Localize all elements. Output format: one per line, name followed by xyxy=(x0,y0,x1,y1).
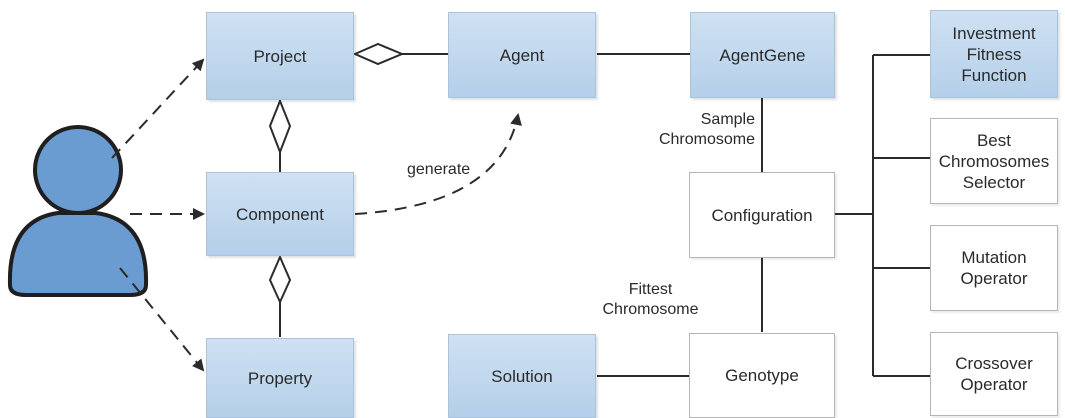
agentgene-box: AgentGene xyxy=(690,12,835,98)
property-box: Property xyxy=(206,338,354,418)
sample-chromosome-label: Sample Chromosome xyxy=(658,111,755,148)
component-box: Component xyxy=(206,172,354,256)
agent-box: Agent xyxy=(448,12,596,98)
configuration-box: Configuration xyxy=(689,172,835,258)
fittest-chromosome-label: Fittest Chromosome xyxy=(602,281,699,318)
best-chromosomes-selector-box: Best Chromosomes Selector xyxy=(930,118,1058,204)
project-agent-diamond xyxy=(352,42,405,66)
solution-box: Solution xyxy=(448,334,596,418)
user-icon xyxy=(7,125,149,297)
mutation-operator-box: Mutation Operator xyxy=(930,225,1058,311)
investment-fitness-function-box: Investment Fitness Function xyxy=(930,10,1058,98)
generate-label: generate xyxy=(407,161,471,178)
project-component-diamond xyxy=(268,98,292,155)
genotype-box: Genotype xyxy=(689,333,835,418)
project-box: Project xyxy=(206,12,354,100)
component-property-diamond xyxy=(268,254,292,305)
user-to-property-arrow xyxy=(119,267,205,372)
generate-arrow xyxy=(354,113,522,215)
configuration-operators-tree xyxy=(835,54,930,377)
crossover-operator-box: Crossover Operator xyxy=(930,332,1058,416)
user-to-project-arrow xyxy=(111,58,205,159)
